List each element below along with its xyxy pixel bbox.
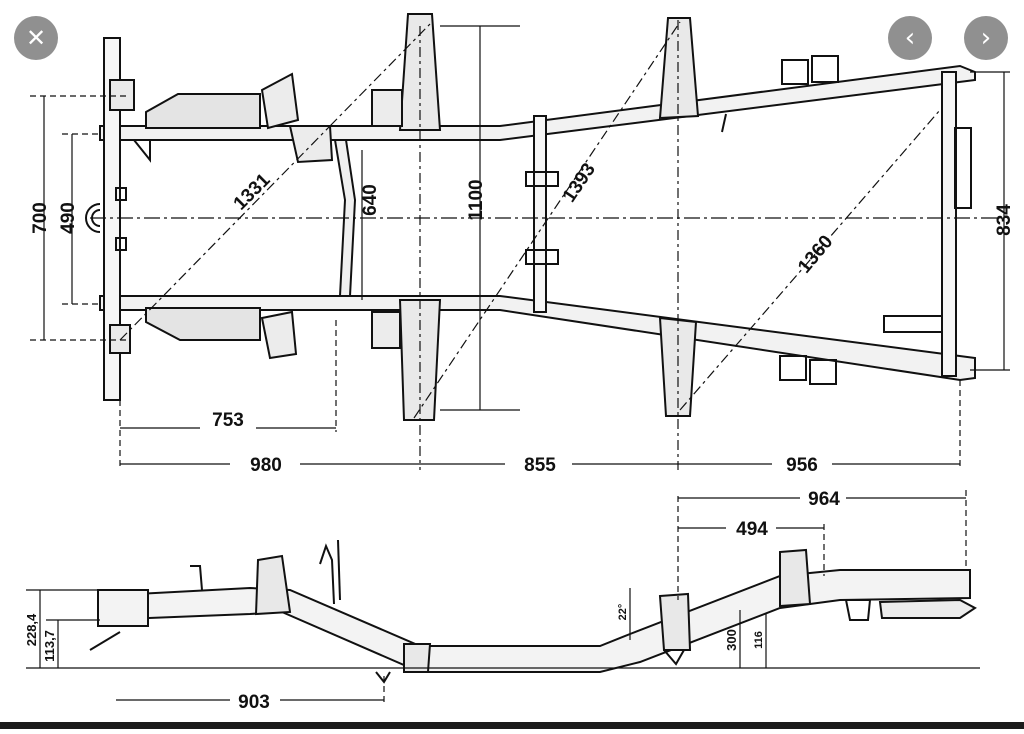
front-bumper-bracket — [97, 589, 149, 627]
label-903: 903 — [238, 692, 270, 713]
top-view — [85, 13, 976, 421]
label-753: 753 — [212, 410, 244, 431]
chevron-right-icon: › — [980, 23, 992, 53]
side-view-dimension-lines — [26, 490, 980, 706]
front-cross-member — [103, 37, 121, 401]
label-956: 956 — [786, 455, 818, 476]
cross-member-3 — [533, 115, 547, 313]
label-300: 300 — [724, 629, 739, 651]
top-view-dimension-lines — [30, 20, 1010, 470]
label-1331: 1331 — [230, 169, 275, 214]
rear-cross-member — [941, 71, 957, 377]
next-image-button[interactable]: › — [964, 16, 1008, 60]
label-116: 116 — [753, 631, 765, 649]
spring-hanger-rear-lower — [658, 316, 698, 417]
dimension-labels: 700 490 1331 640 1100 1393 1360 834 753 … — [24, 160, 1015, 713]
chevron-left-icon: ‹ — [904, 23, 916, 53]
label-964: 964 — [808, 489, 840, 510]
label-1360: 1360 — [794, 232, 837, 278]
label-700: 700 — [30, 202, 51, 234]
label-1393: 1393 — [559, 160, 600, 207]
previous-image-button[interactable]: ‹ — [888, 16, 932, 60]
label-22-deg: 22° — [617, 604, 629, 621]
label-980: 980 — [250, 455, 282, 476]
label-834: 834 — [994, 204, 1015, 236]
label-228-4: 228,4 — [24, 613, 39, 646]
label-494: 494 — [736, 519, 768, 540]
spring-hanger-front-lower — [398, 299, 442, 421]
label-113-7: 113,7 — [42, 630, 57, 662]
side-view — [89, 539, 977, 684]
side-frame-rail — [99, 569, 971, 673]
label-1100: 1100 — [466, 179, 487, 220]
label-640: 640 — [360, 184, 381, 216]
close-icon: ✕ — [25, 24, 47, 52]
spring-hanger-rear-upper — [658, 17, 700, 120]
label-490: 490 — [58, 202, 79, 234]
label-855: 855 — [524, 455, 556, 476]
bottom-bar — [0, 722, 1024, 729]
close-button[interactable]: ✕ — [14, 16, 58, 60]
